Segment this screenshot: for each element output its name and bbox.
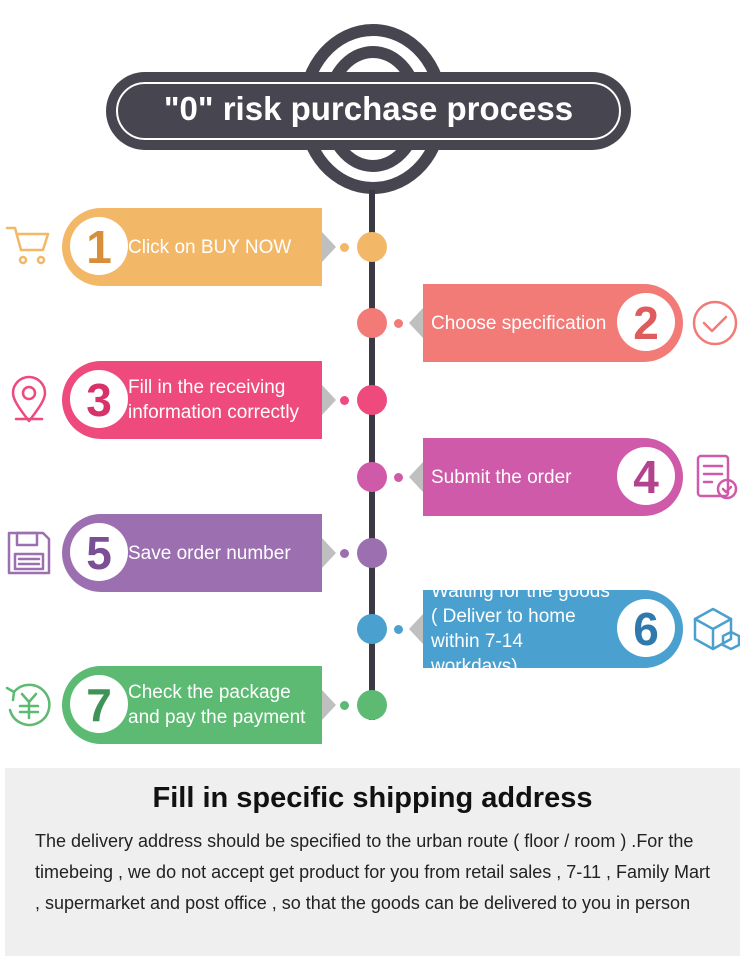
connector-dot: [340, 243, 349, 252]
connector-dot: [340, 701, 349, 710]
step-3-tag: 3 Fill in the receiving information corr…: [62, 361, 336, 439]
connector-dot: [394, 319, 403, 328]
banner-border: [116, 82, 621, 140]
step-number: 5: [70, 523, 128, 581]
connector-dot: [394, 473, 403, 482]
timeline-node: [357, 232, 387, 262]
tag-pointer: [409, 308, 423, 338]
info-title: Fill in specific shipping address: [152, 782, 593, 814]
order-document-icon: [690, 452, 740, 502]
floppy-disk-icon: [4, 528, 54, 578]
step-number: 2: [617, 293, 675, 351]
step-number: 1: [70, 217, 128, 275]
step-number: 3: [70, 370, 128, 428]
shipping-info-box: Fill in specific shipping address The de…: [5, 768, 740, 956]
timeline-node: [357, 385, 387, 415]
tag-pointer: [322, 690, 336, 720]
step-4-tag: 4 Submit the order: [409, 438, 683, 516]
step-label: Submit the order: [431, 466, 572, 488]
tag-pointer: [322, 232, 336, 262]
step-number: 6: [617, 599, 675, 657]
timeline-node: [357, 614, 387, 644]
location-pin-icon: [4, 375, 54, 425]
timeline-node: [357, 308, 387, 338]
tag-pointer: [409, 462, 423, 492]
step-6-tag: 6 Waiting for the goods ( Deliver to hom…: [409, 581, 683, 677]
check-circle-icon: [690, 298, 740, 348]
tag-pointer: [322, 538, 336, 568]
timeline-node: [357, 462, 387, 492]
connector-dot: [394, 625, 403, 634]
tag-pointer: [409, 614, 423, 644]
timeline-node: [357, 538, 387, 568]
step-label: Choose specification: [431, 312, 607, 334]
yuan-refund-icon: [4, 680, 54, 730]
timeline-node: [357, 690, 387, 720]
package-boxes-icon: [690, 604, 741, 654]
step-7-tag: 7 Check the package and pay the payment: [62, 666, 336, 744]
step-label: Fill in the receiving information correc…: [128, 377, 300, 423]
connector-dot: [340, 549, 349, 558]
connector-dot: [340, 396, 349, 405]
shopping-cart-icon: [4, 222, 54, 272]
header-banner: "0" risk purchase process: [106, 72, 631, 150]
step-label: Check the package and pay the payment: [128, 682, 306, 728]
info-body: The delivery address should be specified…: [35, 831, 710, 913]
step-label: Waiting for the goods ( Deliver to home …: [431, 581, 610, 677]
step-label: Save order number: [128, 542, 291, 564]
step-label: Click on BUY NOW: [128, 236, 292, 258]
page-title: "0" risk purchase process: [163, 90, 574, 127]
step-5-tag: 5 Save order number: [62, 514, 336, 592]
step-2-tag: 2 Choose specification: [409, 284, 683, 362]
timeline-line: [369, 190, 375, 720]
step-number: 7: [70, 675, 128, 733]
step-1-tag: 1 Click on BUY NOW: [62, 208, 336, 286]
step-number: 4: [617, 447, 675, 505]
tag-pointer: [322, 385, 336, 415]
